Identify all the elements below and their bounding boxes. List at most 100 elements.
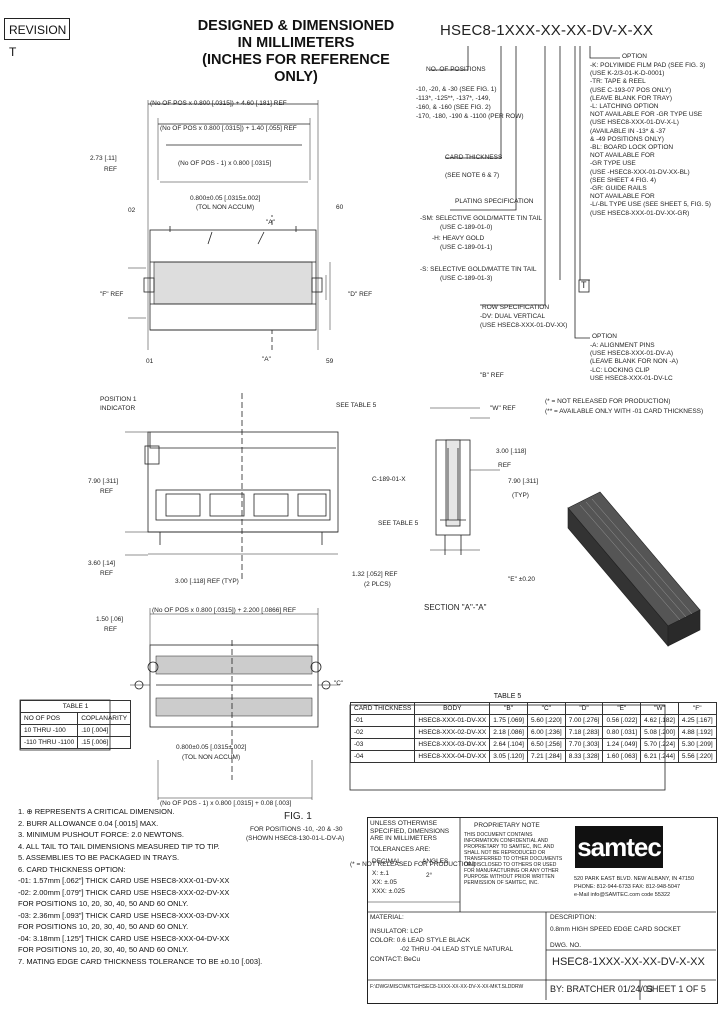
- revision-label: REVISION T: [4, 18, 70, 59]
- option-bottom-line: (LEAVE BLANK FOR NON -A): [590, 358, 679, 366]
- dim-790: 7.90 [.311]: [88, 478, 119, 485]
- table-5-cell: 6.00 [.236]: [526, 726, 566, 739]
- option-top-line: -GR TYPE USE: [590, 160, 636, 168]
- plating-line-1: -SM: SELECTIVE GOLD/MATTE TIN TAIL: [420, 215, 542, 222]
- dim-bottom-overall: (No OF POS x 0.800 [.0315]) + 2.200 [.08…: [152, 607, 296, 614]
- section-aa-label: SECTION "A"-"A": [424, 603, 487, 612]
- dim-150: 1.50 [.06]: [96, 616, 124, 623]
- option-top-line: (AVAILABLE IN -13* & -37: [590, 127, 666, 135]
- table-5-cell: 7.21 [.284]: [526, 750, 566, 763]
- table-5-cell: 2.18 [.086]: [489, 726, 528, 739]
- note-line: 4. ALL TAIL TO TAIL DIMENSIONS MEASURED …: [18, 841, 220, 851]
- note-line: -02: 2.00mm [.079"] THICK CARD USE HSEC8…: [18, 887, 230, 897]
- table-5-cell: 4.25 [.167]: [677, 714, 717, 727]
- note-line: -03: 2.36mm [.093"] THICK CARD USE HSEC8…: [18, 910, 230, 920]
- label-01: 01: [146, 358, 154, 365]
- table-5-cell: -04: [349, 750, 416, 763]
- mark-a-top: "A": [266, 219, 275, 226]
- table-5-header: "W": [640, 702, 679, 715]
- table-5-cell: 5.08 [.200]: [640, 726, 679, 739]
- note-line: 3. MINIMUM PUSHOUT FORCE: 2.0 NEWTONS.: [18, 830, 184, 839]
- plating-line-3: -H: HEAVY GOLD: [432, 235, 485, 242]
- row-spec-line-1: -DV: DUAL VERTICAL: [480, 313, 546, 320]
- table-5-cell: -01: [349, 714, 416, 727]
- note-line: 2. BURR ALLOWANCE 0.04 [.0015] MAX.: [18, 818, 159, 828]
- dim-300-ref: REF: [498, 462, 511, 469]
- option-top-line: (SEE SHEET 4 FIG. 4): [590, 176, 656, 184]
- dim-top-inner: (No OF POS - 1) x 0.800 [.0315]: [178, 160, 272, 167]
- table-5-cell: -02: [349, 726, 416, 739]
- table-1-cell: 10 THRU -100: [19, 724, 79, 737]
- tb-angles: ANGLES: [422, 858, 449, 865]
- table-5-title: TABLE 5: [493, 693, 522, 700]
- dim-c: "C": [334, 680, 344, 687]
- footnote-available: (** = AVAILABLE ONLY WITH -01 CARD THICK…: [545, 408, 704, 415]
- table-1-header: NO OF POS: [19, 712, 79, 725]
- table-1-cell: .10 [.004]: [77, 724, 132, 737]
- title-line-1: DESIGNED & DIMENSIONED: [197, 18, 395, 34]
- plating-line-6: (USE C-189-01-3): [440, 275, 493, 282]
- option-top-line: (USE HSEC8-XXX-01-DV-XX-GR): [590, 209, 690, 217]
- label-02: 02: [128, 207, 136, 214]
- dim-d-ref: "D" REF: [348, 291, 373, 298]
- option-bottom-line: USE HSEC8-XXX-01-DV-LC: [590, 374, 673, 382]
- tb-color: COLOR: 0.6 LEAD STYLE BLACK: [370, 937, 471, 944]
- note-line: FOR POSITIONS 10, 20, 30, 40, 50 AND 60 …: [18, 945, 189, 954]
- card-thickness-note: (SEE NOTE 6 & 7): [445, 172, 500, 179]
- tb-phone: PHONE: 812-944-6733 FAX: 812-948-5047: [574, 884, 681, 890]
- option-box-letter: T: [581, 280, 587, 290]
- tb-dwg-number: HSEC8-1XXX-XX-XX-DV-X-XX: [552, 956, 705, 968]
- note-line: 6. CARD THICKNESS OPTION:: [18, 864, 126, 874]
- c189-label: C-189-01-X: [372, 476, 406, 483]
- dim-360: 3.60 [.14]: [88, 560, 116, 567]
- tb-address: 520 PARK EAST BLVD. NEW ALBANY, IN 47150: [574, 876, 695, 882]
- note-line: 7. MATING EDGE CARD THICKNESS TOLERANCE …: [18, 956, 263, 966]
- no-positions-label: NO. OF POSITIONS: [426, 66, 486, 73]
- option-top-line: (USE C-193-07 POS ONLY): [590, 86, 672, 94]
- tb-description: 0.8mm HIGH SPEED EDGE CARD SOCKET: [550, 926, 681, 933]
- table-5-cell: 6.21 [.244]: [640, 750, 679, 763]
- tb-dwg-label: DWG. NO.: [550, 942, 582, 949]
- see-table-label: SEE TABLE 5: [336, 402, 377, 409]
- table-5-cell: 5.70 [.224]: [640, 738, 679, 751]
- no-positions-line-2: -113*, -125**, -137*, -149,: [416, 95, 491, 102]
- option-bottom-label: OPTION: [592, 333, 617, 340]
- table-5-cell: 5.60 [.220]: [526, 714, 566, 727]
- option-top-line: (USE HSEC8-XXX-01-DV-X-L): [590, 119, 679, 127]
- note-line: -04: 3.18mm [.125"] THICK CARD USE HSEC8…: [18, 933, 230, 943]
- dim-typ: (TYP): [512, 492, 529, 499]
- fig-label: FIG. 1: [284, 811, 312, 822]
- tb-email: e-Mail info@SAMTEC.com code 55322: [574, 892, 671, 898]
- plating-line-5: -S: SELECTIVE GOLD/MATTE TIN TAIL: [420, 266, 537, 273]
- no-positions-line-4: -170, -180, -190 & -1100 (PER ROW): [416, 113, 524, 120]
- dim-360-ref: REF: [100, 570, 113, 577]
- table-5-header: "B": [489, 702, 528, 715]
- option-top-line: (LEAVE BLANK FOR TRAY): [590, 94, 672, 102]
- option-top-line: -L: LATCHING OPTION: [590, 103, 659, 110]
- table-5-cell: 7.00 [.276]: [564, 714, 604, 727]
- tb-description-label: DESCRIPTION:: [550, 914, 597, 921]
- tb-x: X: ±.1: [372, 870, 389, 877]
- title-block: [367, 817, 718, 1004]
- indicator-label: INDICATOR: [100, 405, 136, 412]
- option-bottom-line: (USE HSEC8-XXX-01-DV-A): [590, 350, 674, 358]
- table-5-cell: 4.88 [.192]: [677, 726, 717, 739]
- tb-xx: XX: ±.05: [372, 879, 397, 886]
- dim-noncum: (TOL NON ACCUM): [196, 204, 255, 211]
- option-top-line: & -49 POSITIONS ONLY): [590, 135, 664, 143]
- plating-line-4: (USE C-189-01-1): [440, 244, 493, 251]
- option-top-label: OPTION: [622, 53, 647, 60]
- tb-decimal: DECIMAL: [372, 858, 401, 865]
- table-5-cell: -03: [349, 738, 416, 751]
- table-5-cell: 3.05 [.120]: [489, 750, 528, 763]
- note-line: FOR POSITIONS 10, 20, 30, 40, 50 AND 60 …: [18, 922, 189, 931]
- dim-b-ref: "B" REF: [480, 372, 504, 379]
- plating-label: PLATING SPECIFICATION: [455, 198, 534, 205]
- fig-sub-2: (SHOWN HSEC8-130-01-L-DV-A): [246, 835, 345, 842]
- no-positions-line-1: -10, -20, & -30 (SEE FIG. 1): [416, 86, 497, 93]
- table-5-cell: 1.75 [.069]: [489, 714, 528, 727]
- table-5-header: BODY: [414, 702, 491, 715]
